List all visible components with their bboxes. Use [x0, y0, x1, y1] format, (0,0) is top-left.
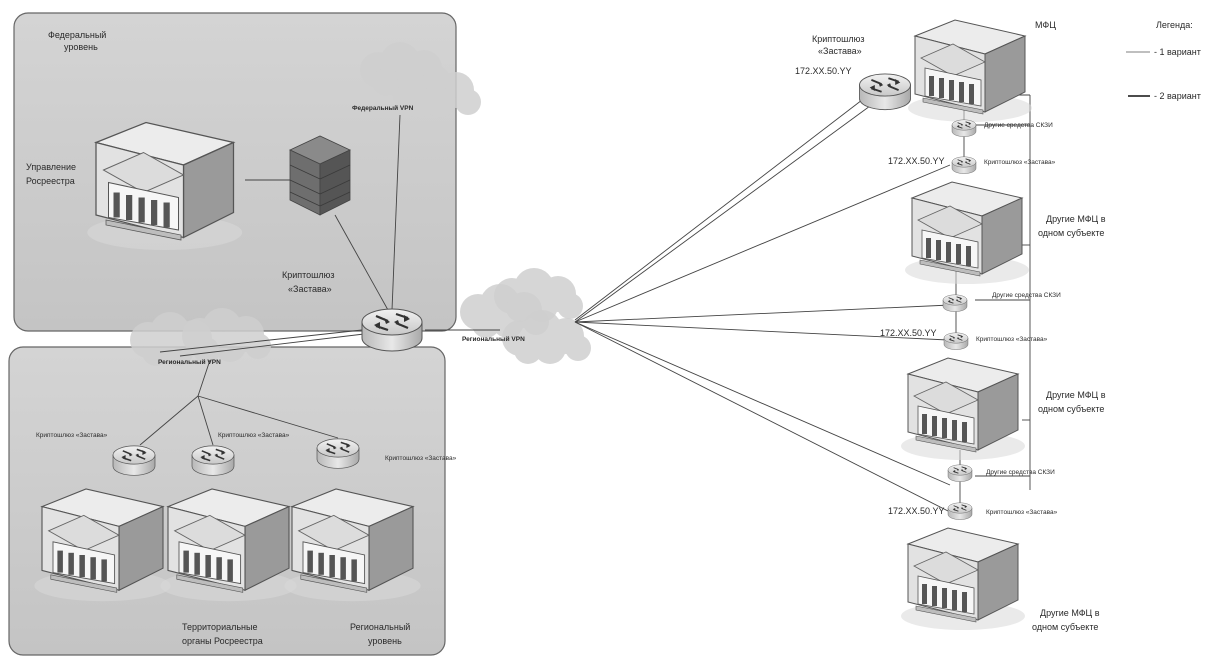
- firewall-icon: [289, 135, 351, 216]
- federal-title-line2: уровень: [64, 42, 98, 52]
- link-center-mfc-3: [574, 304, 951, 323]
- regional-level-line2: уровень: [368, 636, 402, 646]
- rosreestr-label-line2: Росреестра: [26, 176, 75, 186]
- regional-router-1-icon: [112, 445, 156, 477]
- center-regional-vpn-label: Региональный VPN: [462, 335, 525, 343]
- mfc-main-building: [907, 19, 1033, 123]
- mfc-other-4-line1: Другие МФЦ в: [1040, 608, 1100, 618]
- territorial-building-1: [33, 488, 172, 602]
- link-regional-vpn-left: [159, 329, 363, 353]
- mfc-ip-3: 172.XX.50.YY: [880, 328, 937, 338]
- mfc-other-3-line1: Другие МФЦ в: [1046, 390, 1106, 400]
- federal-vpn-label: Федеральный VPN: [352, 104, 414, 112]
- link-hub-router-1: [139, 395, 199, 446]
- mfc-skzi-router-2-icon: [942, 294, 968, 313]
- mfc-other-2-line1: Другие МФЦ в: [1046, 214, 1106, 224]
- link-center-mfc-2: [574, 164, 951, 323]
- link-center-mfc-4: [574, 321, 951, 486]
- rosreestr-label-line1: Управление: [26, 162, 76, 172]
- rosreestr-building: [86, 121, 243, 251]
- territorial-building-3: [283, 488, 422, 602]
- mfc-ip-4: 172.XX.50.YY: [888, 506, 945, 516]
- regional-gateway-label-1: Криптошлюз «Застава»: [36, 432, 108, 439]
- federal-gateway-router-icon: [360, 307, 424, 353]
- mfc-ip-2: 172.XX.50.YY: [888, 156, 945, 166]
- mfc-main-name: МФЦ: [1035, 20, 1056, 30]
- mfc-main-gateway-router-icon: [858, 73, 912, 111]
- territorial-label-line2: органы Росреестра: [182, 636, 263, 646]
- mfc-building-4: [900, 527, 1026, 631]
- regional-gateway-label-3: Криптошлюз «Застава»: [385, 455, 457, 462]
- federal-title-line1: Федеральный: [48, 30, 106, 40]
- link-center-mfc-5: [574, 321, 951, 513]
- link-regional-vpn-left-2: [179, 333, 365, 357]
- mfc-main-ip: 172.XX.50.YY: [795, 66, 852, 76]
- mfc-skzi-router-1-icon: [951, 119, 977, 138]
- link-firewall-gateway: [334, 214, 389, 311]
- mfc-other-2-line2: одном субъекте: [1038, 228, 1104, 238]
- mfc-gateway-router-4-icon: [947, 502, 973, 521]
- legend-variant2-label: - 2 вариант: [1154, 91, 1201, 101]
- regional-gateway-label-2: Криптошлюз «Застава»: [218, 432, 290, 439]
- mfc-other-3-line2: одном субъекте: [1038, 404, 1104, 414]
- mfc-gateway-label-2: Криптошлюз «Застава»: [984, 159, 1056, 166]
- link-center-mfc-3b: [574, 321, 949, 341]
- link-center-mfc-main-2: [574, 105, 871, 323]
- mfc-skzi-router-3-icon: [947, 464, 973, 483]
- link-federal-vpn-gateway: [391, 114, 401, 311]
- link-center-mfc-main: [574, 99, 863, 321]
- federal-gateway-label-line1: Криптошлюз: [282, 270, 335, 280]
- mfc-gateway-router-3-icon: [943, 332, 969, 351]
- federal-gateway-label-line2: «Застава»: [288, 284, 332, 294]
- link-hub-router-3: [197, 395, 339, 439]
- mfc-skzi-label-2: Другие средства СКЗИ: [992, 292, 1061, 299]
- regional-router-3-icon: [316, 438, 360, 470]
- mfc-building-3: [900, 357, 1026, 461]
- mfc-skzi-label-3: Другие средства СКЗИ: [986, 469, 1055, 476]
- mfc-building-2: [904, 181, 1030, 285]
- legend: Легенда: - 1 вариант - 2 вариант: [1126, 20, 1201, 101]
- regional-vpn-label-left: Региональный VPN: [158, 358, 221, 366]
- territorial-label-line1: Территориальные: [182, 622, 258, 632]
- mfc-gateway-label-4: Криптошлюз «Застава»: [986, 509, 1058, 516]
- legend-title: Легенда:: [1156, 20, 1193, 30]
- mfc-other-4-line2: одном субъекте: [1032, 622, 1098, 632]
- mfc-skzi-label-1: Другие средства СКЗИ: [984, 122, 1053, 129]
- legend-variant1-label: - 1 вариант: [1154, 47, 1201, 57]
- link-hub-vpn: [197, 359, 211, 397]
- mfc-main-gateway-line2: «Застава»: [818, 46, 862, 56]
- territorial-building-2: [159, 488, 298, 602]
- mfc-gateway-label-3: Криптошлюз «Застава»: [976, 336, 1048, 343]
- mfc-main-gateway-line1: Криптошлюз: [812, 34, 865, 44]
- mfc-gateway-router-2-icon: [951, 156, 977, 175]
- regional-level-line1: Региональный: [350, 622, 410, 632]
- link-hub-router-2: [197, 395, 214, 446]
- regional-router-2-icon: [191, 445, 235, 477]
